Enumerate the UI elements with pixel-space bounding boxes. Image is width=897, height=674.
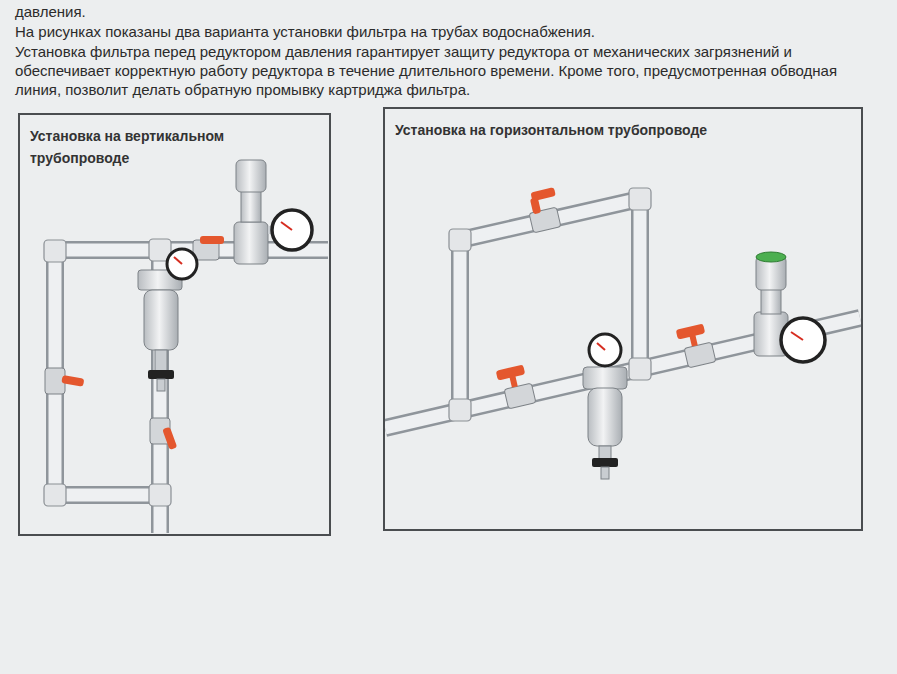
panel-title: Установка на вертикальном трубопроводе xyxy=(30,125,258,169)
ball-valve xyxy=(496,187,716,410)
pipe xyxy=(55,250,328,533)
ball-valve xyxy=(45,236,224,450)
pressure-reducer xyxy=(234,160,312,264)
filter xyxy=(583,334,627,479)
pressure-reducer xyxy=(754,252,825,362)
paragraph-text: давления. xyxy=(15,2,875,21)
paragraph-text: На рисунках показаны два варианта устано… xyxy=(15,22,875,41)
pipe xyxy=(385,199,860,428)
diagram-panel: Установка на горизонтальном трубопроводе xyxy=(383,107,863,531)
paragraph-text: Установка фильтра перед редуктором давле… xyxy=(15,42,877,99)
panel-title: Установка на горизонтальном трубопроводе xyxy=(395,119,707,141)
filter xyxy=(138,249,197,391)
fittings xyxy=(449,188,651,421)
diagram-panel: Установка на вертикальном трубопроводе xyxy=(18,113,331,536)
